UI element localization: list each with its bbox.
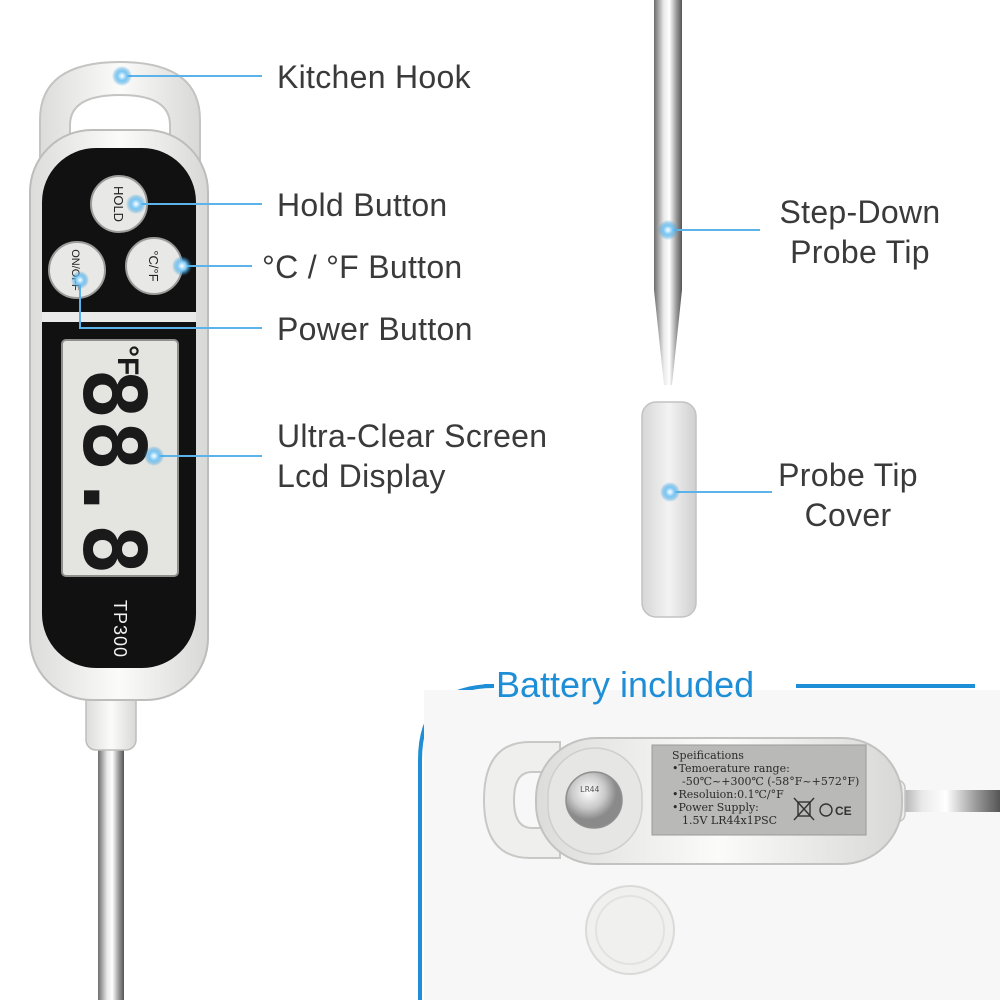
battery-cover [585,885,675,975]
spec-text-block: Speifications •Temoerature range: -50℃~+… [672,749,859,827]
device-back: LR44 Speifications •Temoerature range: -… [482,737,1000,865]
callout-kitchen-hook: Kitchen Hook [277,59,471,95]
callout-screen-line2: Lcd Display [277,458,446,494]
model-label: TP300 [110,600,130,658]
callout-tip-cover-line1: Probe Tip [778,457,918,493]
battery-cell-label: LR44 [580,785,599,794]
battery-title: Battery included [496,664,755,705]
spec-line: -50℃~+300℃ (-58°F~+572°F) [682,775,859,788]
panel-divider [42,312,196,322]
battery-cell [565,771,623,829]
unit-button-label: °C/°F [146,250,161,281]
probe-shaft [654,0,682,290]
callout-probe-tip-line2: Probe Tip [790,234,930,270]
lcd-display [61,339,179,577]
lcd-unit: °F [111,345,144,375]
hold-button-label: HOLD [111,186,126,222]
callout-unit-button: °C / °F Button [262,249,463,285]
callout-probe-tip-line1: Step-Down [779,194,941,230]
callout-lines [79,75,772,493]
spec-line: •Temoerature range: [672,762,790,775]
callout-dots [71,66,680,502]
callout-hold-button: Hold Button [277,187,448,223]
kitchen-hook [39,60,201,181]
ce-mark: CE [835,804,852,818]
spec-plate [651,744,867,836]
callout-power-button: Power Button [277,311,473,347]
probe-tip [654,290,682,385]
spec-line: •Resoluion:0.1℃/°F [672,788,784,801]
lcd-digits: 88.8 [63,368,163,575]
probe-assembly [641,0,697,618]
spec-line: Speifications [672,749,744,762]
thermometer: HOLD ON/OFF °C/°F 88.8 °F TP300 [29,60,209,1000]
probe-rod [98,740,124,1000]
callout-tip-cover-line2: Cover [804,497,892,533]
onoff-button[interactable] [48,241,106,299]
recycle-icon [819,803,833,817]
spec-line: •Power Supply: [672,801,759,814]
back-probe-rod [880,790,1000,812]
callout-screen-line1: Ultra-Clear Screen [277,418,548,454]
waste-bin-icon [793,797,815,821]
probe-tip-cover [641,401,697,618]
spec-line: 1.5V LR44x1PSC [682,814,777,827]
